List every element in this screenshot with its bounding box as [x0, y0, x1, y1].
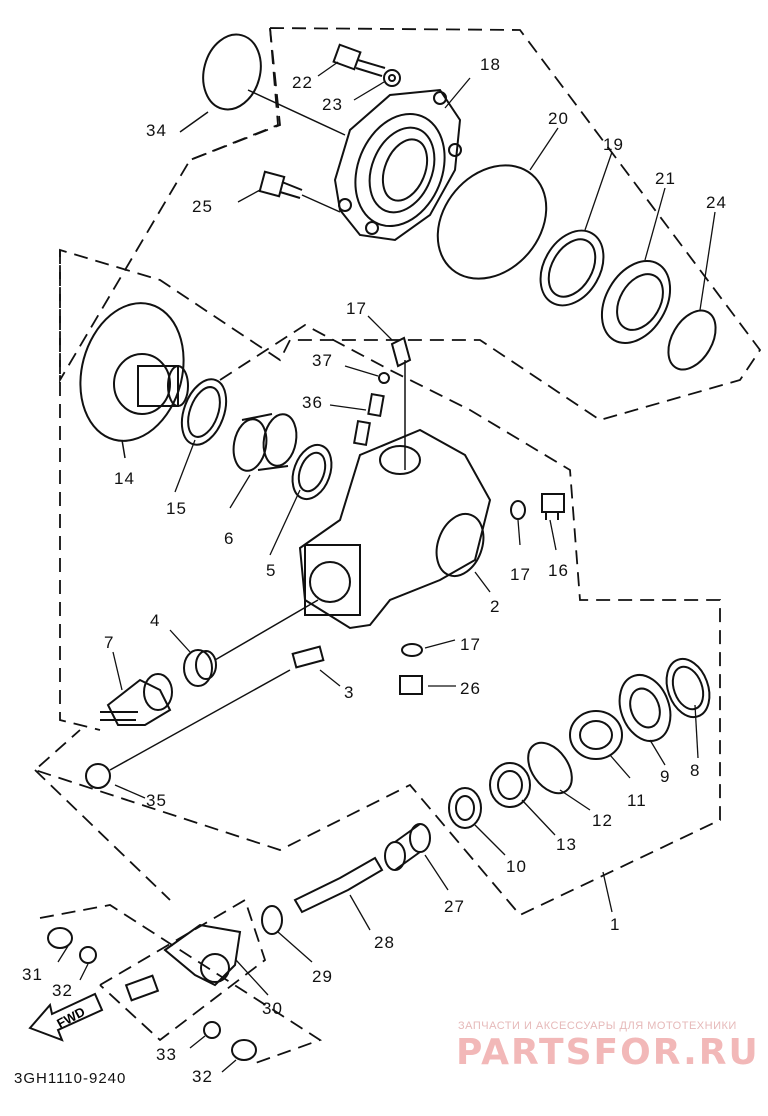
diagram-code: 3GH1110-9240	[14, 1070, 127, 1087]
callout-6: 6	[224, 529, 235, 548]
part-2-housing	[298, 360, 492, 630]
part-23-circlip	[667, 309, 717, 371]
part-28-sleeve	[384, 823, 431, 871]
part-25-washer	[383, 69, 401, 87]
part-30-circlip	[261, 905, 283, 935]
callout-30: 29	[312, 967, 333, 986]
part-4-bearing	[183, 649, 213, 687]
callout-9: 9	[660, 767, 671, 786]
callout-3: 3	[344, 683, 355, 702]
part-21-bearing	[600, 260, 672, 344]
callout-29: 28	[374, 933, 395, 952]
callout-21: 21	[655, 169, 676, 188]
part-15-bearing	[180, 378, 228, 446]
watermark-brand: PARTSFOR.RU	[456, 1032, 760, 1073]
callout-22: 20	[548, 109, 569, 128]
part-22-oring	[436, 164, 548, 280]
callout-19: 18	[480, 55, 501, 74]
part-20-shim	[539, 229, 605, 307]
part-37-clip	[378, 372, 390, 384]
part-13-seal	[489, 762, 531, 808]
callout-33a: 32	[52, 981, 73, 1000]
callout-33b: 33	[156, 1045, 177, 1064]
part-27-plug	[399, 675, 423, 695]
part-7-pinion	[100, 673, 173, 726]
callout-26: 25	[192, 197, 213, 216]
callout-10: 10	[506, 857, 527, 876]
callout-12: 12	[592, 811, 613, 830]
part-12-oring	[527, 741, 573, 795]
part-8-shim	[665, 657, 711, 719]
callout-13: 13	[556, 835, 577, 854]
fwd-arrow-icon	[28, 992, 104, 1042]
callout-23: 24	[706, 193, 727, 212]
callout-7: 7	[104, 633, 115, 652]
callout-8: 8	[690, 761, 701, 780]
callout-31: 30	[262, 999, 283, 1018]
callout-32a: 31	[22, 965, 43, 984]
callout-5: 5	[266, 561, 277, 580]
part-5-shim	[291, 443, 333, 501]
callout-37: 37	[312, 351, 333, 370]
callout-24: 22	[292, 73, 313, 92]
part-31-joint	[124, 923, 242, 1002]
part-29-shaft	[293, 856, 384, 914]
part-9-bearing	[618, 674, 672, 742]
callout-17a: 17	[510, 565, 531, 584]
callout-11: 11	[627, 791, 647, 810]
callout-18: 17	[346, 299, 367, 318]
group-outlines	[33, 27, 762, 1066]
callout-36: 36	[302, 393, 323, 412]
part-14-ring-gear	[79, 302, 189, 459]
part-11-ring-nut	[569, 710, 623, 760]
callout-17b: 17	[460, 635, 481, 654]
callout-28: 27	[444, 897, 465, 916]
part-34-oring	[202, 33, 262, 111]
callout-1: 1	[610, 915, 621, 934]
part-10-collar	[448, 787, 482, 829]
callout-25: 23	[322, 95, 343, 114]
callout-15: 15	[166, 499, 187, 518]
callout-14: 14	[114, 469, 135, 488]
callout-2: 2	[490, 597, 501, 616]
part-17-washer	[510, 500, 526, 520]
part-35-nut	[85, 763, 111, 789]
part-24-bolt	[332, 43, 386, 77]
watermark-caption: ЗАПЧАСТИ И АКСЕССУАРЫ ДЛЯ МОТОТЕХНИКИ	[458, 1020, 737, 1032]
callout-20: 19	[603, 135, 624, 154]
callout-27: 26	[460, 679, 481, 698]
part-26-bolt	[258, 170, 341, 213]
callout-32b: 32	[192, 1067, 213, 1086]
part-16-plug	[541, 493, 565, 520]
part-33-clip	[79, 946, 97, 964]
part-18-breather	[390, 336, 412, 368]
callout-34: 34	[146, 121, 167, 140]
part-36-pin	[367, 392, 385, 418]
callout-35: 35	[146, 791, 167, 810]
part-3-stud	[291, 645, 325, 669]
part-6-bearing	[232, 413, 298, 472]
callout-4: 4	[150, 611, 161, 630]
part-19-cover	[333, 88, 462, 242]
part-32-bearing-cup	[47, 927, 73, 949]
callout-16: 16	[548, 561, 569, 580]
